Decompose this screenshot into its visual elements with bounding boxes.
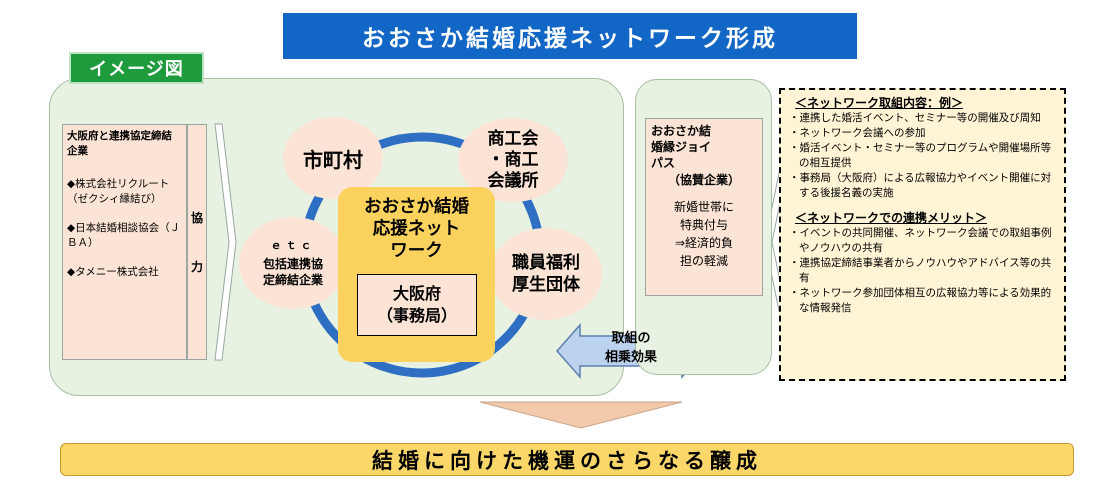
- center-title-line: おおさか結婚: [364, 197, 469, 217]
- partner-label: 定締結企業: [262, 273, 323, 287]
- center-title-line: 応援ネット: [372, 219, 461, 239]
- diagram-title: おおさか結婚応援ネットワーク形成: [283, 13, 857, 59]
- chamber-label: 会議所: [487, 170, 539, 191]
- center-title-line: ワーク: [390, 241, 443, 261]
- joy-desc-line: 新婚世帯に: [673, 200, 734, 214]
- osaka-secretariat-box: 大阪府 （事務局）: [357, 274, 477, 336]
- joy-desc-line: ⇒経済的負: [674, 236, 734, 250]
- municipality-label: 市町村: [303, 147, 363, 172]
- welfare-label: 職員福利: [512, 253, 580, 273]
- company-heading: 大阪府と連携協定締結企業: [67, 130, 172, 157]
- chamber-label: ・商工: [487, 149, 539, 170]
- joy-pass-subtitle: （協賛企業）: [667, 173, 740, 187]
- synergy-line: 相乗効果: [604, 350, 657, 365]
- company-item: ◆タメニー株式会社: [67, 266, 159, 278]
- network-merit-heading: ＜ネットワークでの連携メリット＞: [795, 211, 988, 225]
- list-item: ・事務局（大阪府）による広報協力やイベント開催に対する後援名義の実施: [789, 172, 1052, 199]
- welfare-circle: 職員福利 厚生団体: [490, 228, 602, 320]
- municipality-circle: 市町村: [283, 117, 383, 199]
- joy-pass-title: おおさか結 婚縁ジョイ パス: [651, 123, 757, 171]
- synergy-label: 取組の 相乗効果: [590, 329, 672, 367]
- list-item: ・ネットワーク会議への参加: [789, 127, 926, 139]
- chamber-label: 商工会: [487, 128, 539, 149]
- etc-label: ｅｔｃ: [270, 239, 316, 252]
- joy-desc-line: 特典付与: [679, 218, 728, 232]
- cooperation-char: 協: [190, 211, 203, 225]
- joy-desc-line: 担の軽減: [679, 254, 728, 268]
- list-item: ・ネットワーク参加団体相互の広報協力等による効果的な情報発信: [789, 287, 1052, 314]
- secretariat-label: （事務局）: [376, 306, 457, 325]
- partner-label: 包括連携協: [262, 257, 323, 271]
- cooperation-char: 力: [190, 260, 203, 274]
- list-item: ・イベントの共同開催、ネットワーク会議での取組事例やノウハウの共有: [789, 227, 1052, 254]
- joy-title-line: 婚縁ジョイ: [651, 140, 712, 154]
- list-item: ・婚活イベント・セミナー等のプログラムや開催場所等の相互提供: [789, 142, 1052, 169]
- company-item: ◆日本結婚相談協会（ＪＢＡ）: [67, 222, 181, 249]
- network-content-list: ・連携した婚活イベント、セミナー等の開催及び周知 ・ネットワーク会議への参加 ・…: [789, 111, 1056, 201]
- image-tag: イメージ図: [69, 52, 204, 84]
- network-merit-list: ・イベントの共同開催、ネットワーク会議での取組事例やノウハウの共有 ・連携協定締…: [789, 226, 1056, 316]
- goal-banner: 結婚に向けた機運のさらなる醸成: [60, 443, 1074, 476]
- company-item: ◆株式会社リクルート（ゼクシィ縁結び）: [67, 178, 170, 205]
- joy-title-line: おおさか結: [651, 124, 712, 138]
- welfare-label: 厚生団体: [512, 275, 580, 295]
- list-item: ・連携協定締結事業者からノウハウやアドバイス等の共有: [789, 257, 1052, 284]
- company-panel: 大阪府と連携協定締結企業 ◆株式会社リクルート（ゼクシィ縁結び） ◆日本結婚相談…: [62, 124, 187, 360]
- etc-circle: ｅｔｃ 包括連携協 定締結企業: [239, 217, 347, 309]
- network-info-box: ＜ネットワーク取組内容：例＞ ・連携した婚活イベント、セミナー等の開催及び周知 …: [779, 88, 1066, 381]
- osaka-label: 大阪府: [392, 284, 441, 303]
- joy-pass-panel: おおさか結 婚縁ジョイ パス （協賛企業） 新婚世帯に 特典付与 ⇒経済的負 担…: [645, 118, 763, 296]
- network-content-heading: ＜ネットワーク取組内容：例＞: [795, 96, 964, 110]
- list-item: ・連携した婚活イベント、セミナー等の開催及び周知: [789, 112, 1041, 124]
- joy-title-line: パス: [651, 156, 676, 170]
- joy-pass-description: 新婚世帯に 特典付与 ⇒経済的負 担の軽減: [651, 198, 757, 270]
- cooperation-label: 協 力: [187, 124, 207, 360]
- synergy-line: 取組の: [611, 331, 651, 346]
- down-arrow: [479, 401, 683, 429]
- center-network-title: おおさか結婚 応援ネット ワーク: [338, 196, 495, 262]
